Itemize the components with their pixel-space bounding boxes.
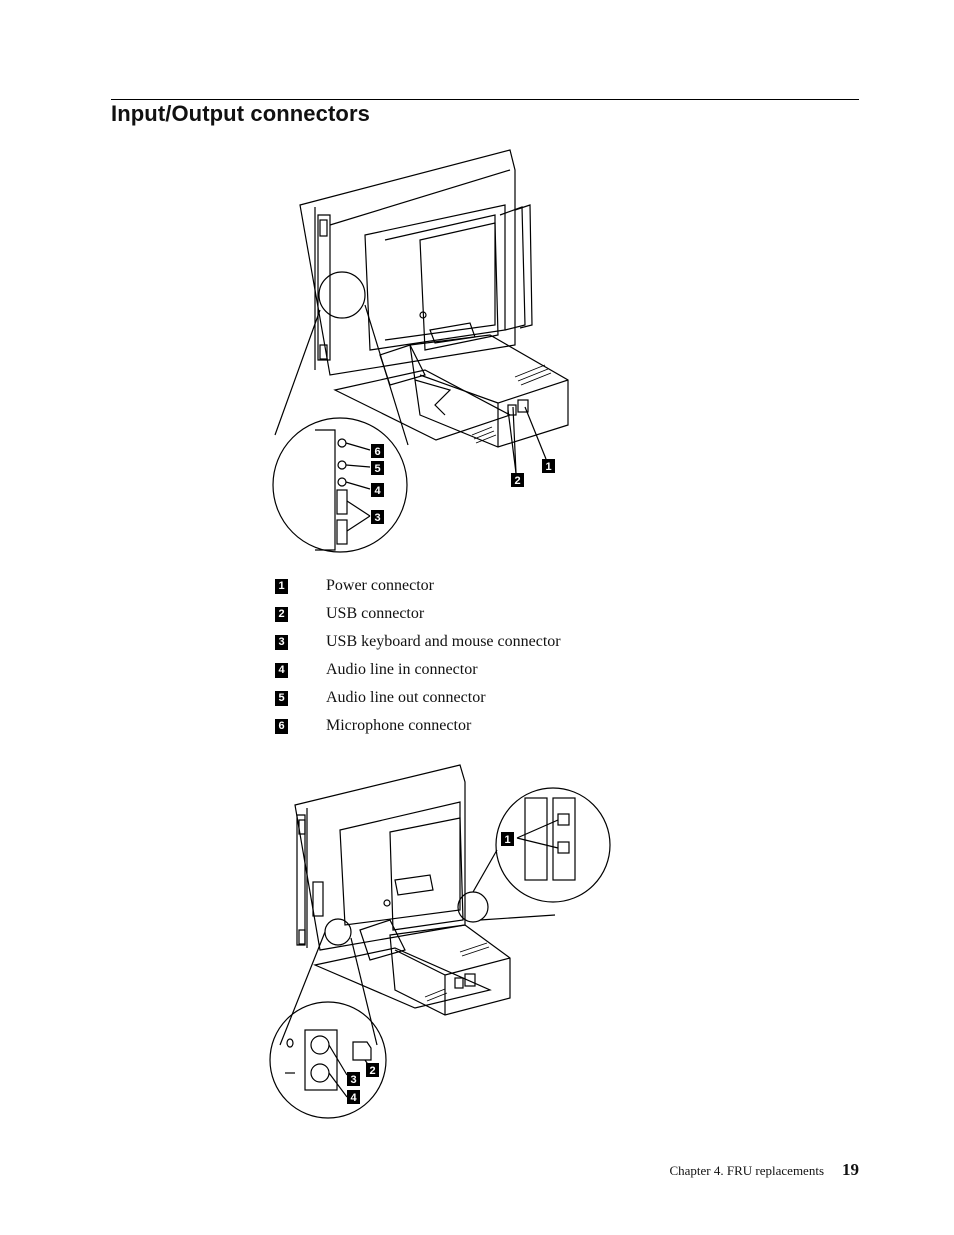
legend-label: Audio line in connector: [326, 661, 478, 678]
system-box: [389, 924, 511, 1016]
callout-5: 5: [374, 463, 380, 475]
legend-number: 2: [275, 607, 288, 622]
detail-magnifier-right: [495, 787, 611, 903]
base-plate: [313, 947, 492, 1009]
callout-1: 1: [504, 834, 510, 846]
legend-label: Audio line out connector: [326, 689, 486, 706]
callout-2-badge: 2: [366, 1063, 379, 1077]
legend-item: 1 Power connector: [275, 576, 675, 604]
legend-item: 2 USB connector: [275, 604, 675, 632]
legend-number: 5: [275, 691, 288, 706]
base-plate: [333, 369, 512, 441]
legend-label: Microphone connector: [326, 717, 472, 734]
legend-label: USB keyboard and mouse connector: [326, 633, 561, 650]
legend-number: 4: [275, 663, 288, 678]
header-rule: [111, 99, 859, 100]
legend-number: 1: [275, 579, 288, 594]
callout-1-badge: 1: [542, 459, 555, 473]
legend-item: 6 Microphone connector: [275, 716, 675, 744]
legend-number: 3: [275, 635, 288, 650]
callout-4-badge: 4: [371, 483, 384, 497]
footer-chapter: Chapter 4. FRU replacements: [669, 1163, 824, 1178]
section-title: Input/Output connectors: [111, 101, 370, 126]
detail-magnifier-bottom: [269, 1001, 387, 1119]
callout-1: 1: [545, 461, 551, 473]
legend-label: Power connector: [326, 577, 434, 594]
connector-figure-bottom: 1 2 3 4: [269, 764, 611, 1119]
callout-6-badge: 6: [371, 444, 384, 458]
callout-3-badge: 3: [371, 510, 384, 524]
callout-3: 3: [374, 512, 380, 524]
page-number: 19: [842, 1160, 859, 1179]
legend-item: 4 Audio line in connector: [275, 660, 675, 688]
callout-1-badge: 1: [501, 832, 514, 846]
detail-magnifier-top: [272, 417, 408, 553]
callout-2-badge: 2: [511, 473, 524, 487]
page-footer: Chapter 4. FRU replacements 19: [669, 1160, 859, 1180]
callout-3: 3: [350, 1074, 356, 1086]
system-box: [409, 334, 569, 448]
connector-figure-top: 6 5 4 3 2 1: [272, 149, 569, 553]
callout-4-badge: 4: [347, 1090, 360, 1104]
legend-item: 5 Audio line out connector: [275, 688, 675, 716]
connector-legend: 1 Power connector 2 USB connector 3 USB …: [275, 576, 675, 744]
callout-4: 4: [374, 485, 381, 497]
callout-4: 4: [350, 1092, 357, 1104]
legend-label: USB connector: [326, 605, 425, 622]
callout-5-badge: 5: [371, 461, 384, 475]
legend-number: 6: [275, 719, 288, 734]
monitor-back: [299, 149, 516, 376]
callout-3-badge: 3: [347, 1072, 360, 1086]
callout-2: 2: [514, 475, 520, 487]
callout-2: 2: [369, 1065, 375, 1077]
legend-item: 3 USB keyboard and mouse connector: [275, 632, 675, 660]
callout-6: 6: [374, 446, 380, 458]
